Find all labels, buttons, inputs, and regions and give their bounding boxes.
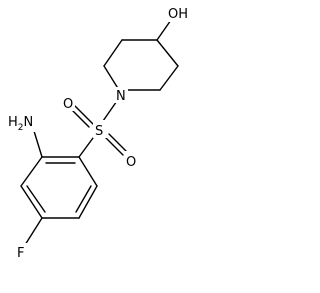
benzene-bond-c5-c6 bbox=[78, 185, 98, 219]
bond-aryl-fluorine bbox=[24, 217, 43, 246]
benzene-bond-c2-c3 bbox=[20, 156, 43, 187]
bond-c4-hydroxyl bbox=[156, 19, 172, 41]
double-bond-s-o-right-a bbox=[104, 136, 124, 156]
sulfur-label: S bbox=[95, 124, 103, 139]
ring-bond-c2-n bbox=[103, 65, 120, 91]
hydroxyl-label: OH bbox=[168, 7, 188, 22]
amino-hydrogen-text: H bbox=[8, 115, 18, 130]
benzene-inner-bond-c3-c4 bbox=[26, 185, 46, 213]
sulfonyl-double-bonds bbox=[70, 105, 128, 156]
fluorine-label: F bbox=[17, 246, 24, 261]
bond-sulfur-aryl bbox=[78, 137, 94, 158]
bond-aryl-amino bbox=[33, 130, 43, 158]
atom-labels: OH N S O O H2N F bbox=[6, 4, 194, 261]
benzene-inner-bond-c5-c6 bbox=[75, 185, 92, 213]
ring-bond-c6-c5 bbox=[159, 65, 179, 91]
nitrogen-label: N bbox=[116, 89, 126, 104]
double-bond-s-o-left-a bbox=[74, 105, 94, 125]
benzene-ring bbox=[20, 156, 98, 219]
ring-bond-c3-c2 bbox=[103, 39, 123, 67]
ring-bond-c5-c4 bbox=[156, 39, 179, 67]
sulfonyl-oxygen-left-label: O bbox=[63, 97, 73, 112]
benzene-bond-c6-c1 bbox=[78, 156, 98, 187]
benzene-bond-c3-c4 bbox=[20, 185, 43, 219]
amino-label: H2N bbox=[8, 115, 33, 133]
sulfonyl-oxygen-right-label: O bbox=[126, 155, 136, 170]
chemical-structure-diagram: OH N S O O H2N F bbox=[6, 4, 194, 261]
amino-nitrogen-text: N bbox=[24, 115, 34, 130]
amino-subscript-text: 2 bbox=[18, 123, 24, 133]
double-bond-s-o-right-b bbox=[108, 133, 128, 153]
piperidine-ring bbox=[103, 39, 179, 91]
double-bond-s-o-left-b bbox=[70, 108, 90, 128]
